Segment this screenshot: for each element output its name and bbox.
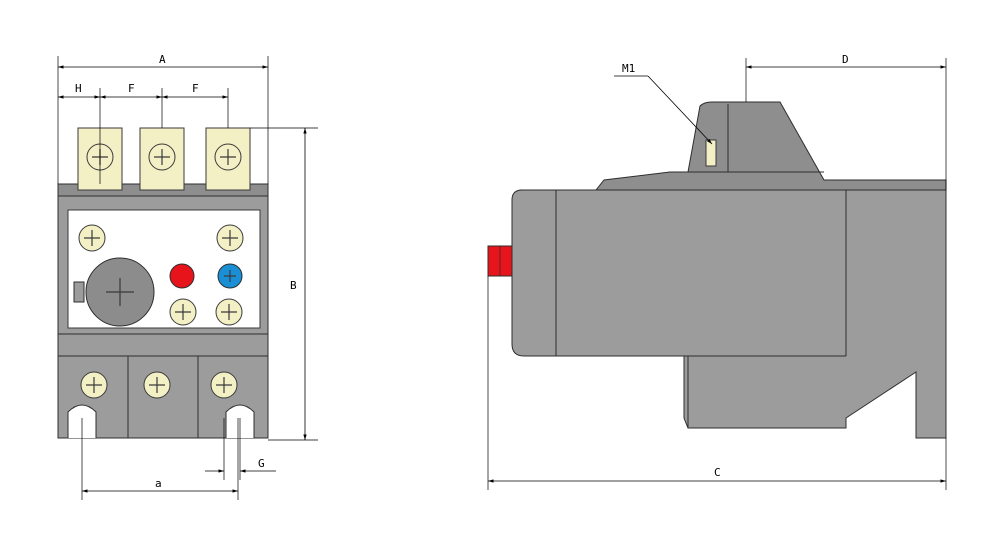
blue-reset-button — [217, 263, 243, 289]
side-dimensions: D M1 C — [487, 53, 947, 490]
bottom-terminal-1 — [80, 371, 108, 399]
panel-screw-top-right — [216, 224, 244, 252]
dimension-label-M1: M1 — [622, 62, 635, 75]
bottom-terminal-2 — [143, 371, 171, 399]
dimension-label-F-1: F — [128, 82, 135, 95]
front-dimensions: A H F F B a G — [57, 53, 318, 500]
side-body — [511, 189, 947, 439]
current-adjustment-dial — [73, 257, 155, 327]
top-terminal-2 — [139, 127, 185, 191]
side-view — [487, 101, 947, 439]
m1-screw — [705, 139, 717, 167]
side-top-housing — [520, 101, 947, 191]
bottom-terminal-3 — [210, 371, 238, 399]
dimension-label-a: a — [155, 477, 162, 490]
top-terminal-3 — [205, 127, 251, 191]
panel-screw-bottom-right — [215, 298, 243, 326]
panel-screw-bottom-middle — [169, 298, 197, 326]
dimension-label-F-2: F — [192, 82, 199, 95]
dimension-label-C: C — [714, 466, 721, 479]
panel-screw-top-left — [78, 224, 106, 252]
dimension-label-A: A — [159, 53, 166, 66]
front-view — [57, 127, 269, 439]
red-indicator — [169, 263, 195, 289]
dimension-label-H: H — [75, 82, 82, 95]
dimension-label-G: G — [258, 457, 265, 470]
dimension-label-B: B — [290, 279, 297, 292]
dimension-label-D: D — [842, 53, 849, 66]
